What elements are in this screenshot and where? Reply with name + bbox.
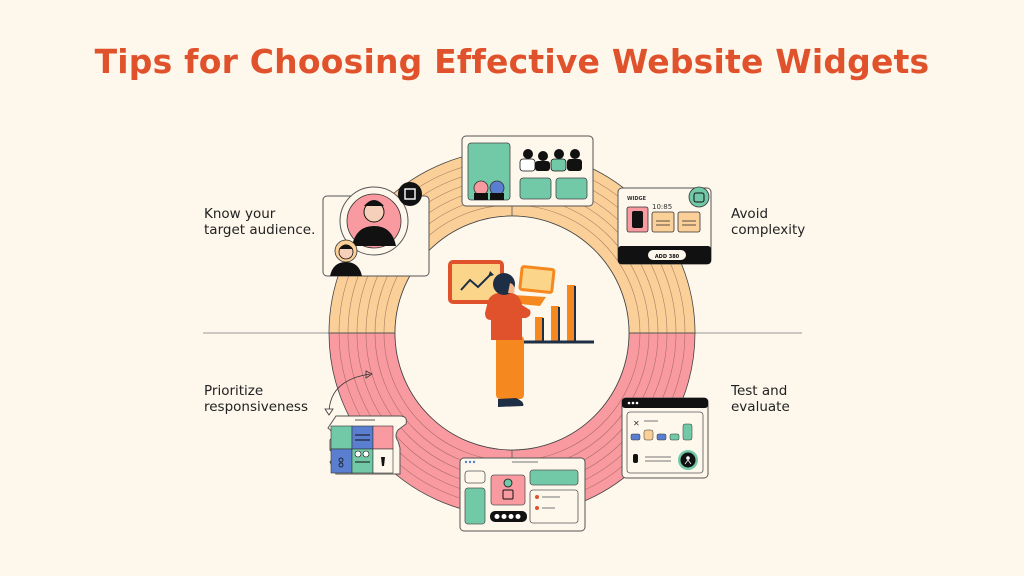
tip-line: responsiveness: [204, 399, 308, 415]
tip-line: Test and: [731, 383, 788, 399]
simple-widget-card: WIDGE 10:85 ADD 380: [617, 186, 712, 265]
widget-time: 10:85: [652, 203, 672, 211]
tip-test-evaluate: Test and evaluate: [731, 383, 790, 415]
tip-line: Avoid: [731, 206, 769, 222]
tip-line: complexity: [731, 222, 806, 238]
arrow-icon: [328, 373, 371, 413]
tip-know-audience: Know your target audience.: [204, 206, 315, 238]
dashboard-widget: [459, 457, 586, 532]
video-call-widget: [461, 135, 594, 207]
close-icon: ✕: [633, 419, 640, 428]
profile-badge-icon: [398, 182, 422, 206]
person-legs: [496, 336, 524, 399]
page-title: Tips for Choosing Effective Website Widg…: [94, 42, 930, 81]
tip-line: target audience.: [204, 222, 316, 238]
audience-profile-widget: [322, 182, 430, 277]
tip-line: Prioritize: [204, 383, 264, 399]
responsive-layout-widget: [324, 370, 407, 475]
widget-label: WIDGE: [627, 196, 647, 202]
analytics-widget: ✕: [621, 397, 709, 479]
widget-add-button: [648, 250, 686, 260]
svg-text:ADD 380: ADD 380: [655, 254, 680, 260]
tip-line: evaluate: [731, 399, 790, 415]
tip-avoid-complexity: Avoid complexity: [731, 206, 805, 238]
widget-badge-icon: [688, 186, 710, 208]
tip-prioritize-responsiveness: Prioritize responsiveness: [204, 383, 308, 415]
analyst-illustration: [448, 260, 594, 407]
tip-line: Know your: [204, 206, 276, 222]
